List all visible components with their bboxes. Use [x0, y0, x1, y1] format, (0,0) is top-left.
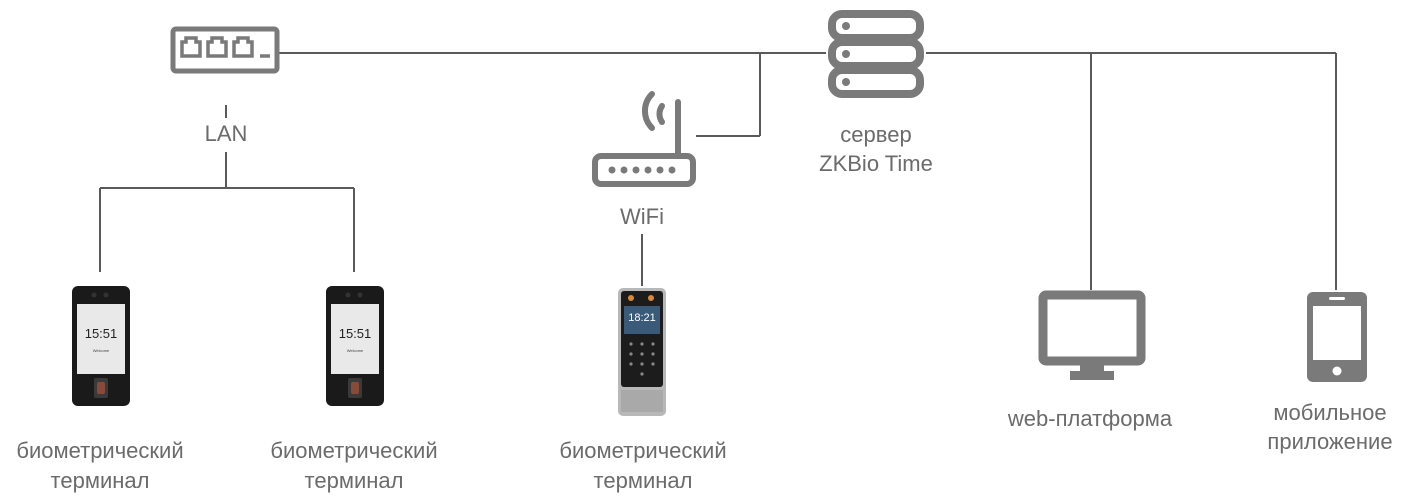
terminal-label-line2: терминал [50, 468, 150, 493]
web-platform-label: web-платформа [1007, 406, 1173, 431]
server-icon [828, 10, 924, 98]
biometric-terminal-device: 15:51 Welcome [72, 286, 130, 406]
terminal-greeting: Welcome [92, 348, 110, 353]
network-switch-icon [170, 26, 280, 74]
wifi-label: WiFi [620, 204, 664, 229]
terminal-greeting: Welcome [346, 348, 364, 353]
mobile-app-label-line1: мобильное [1273, 400, 1387, 425]
terminal-time: 15:51 [338, 326, 372, 341]
server-label-line2: ZKBio Time [819, 151, 933, 176]
terminal-label-line2: терминал [593, 468, 693, 493]
terminal-time: 15:51 [84, 326, 118, 341]
terminal-label-line1: биометрический [270, 438, 438, 463]
biometric-terminal-wifi-device: 18:21 [618, 288, 666, 416]
smartphone-icon [1307, 292, 1367, 382]
terminal-label-line2: терминал [304, 468, 404, 493]
biometric-terminal-device: 15:51 Welcome [326, 286, 384, 406]
mobile-app-label-line2: приложение [1267, 429, 1393, 454]
wifi-router-icon [592, 91, 696, 187]
terminal-label-line1: биометрический [16, 438, 184, 463]
server-label-line1: сервер [840, 122, 912, 147]
terminal-time: 18:21 [628, 312, 656, 324]
monitor-icon [1038, 290, 1146, 380]
lan-label: LAN [204, 121, 248, 146]
terminal-label-line1: биометрический [559, 438, 727, 463]
